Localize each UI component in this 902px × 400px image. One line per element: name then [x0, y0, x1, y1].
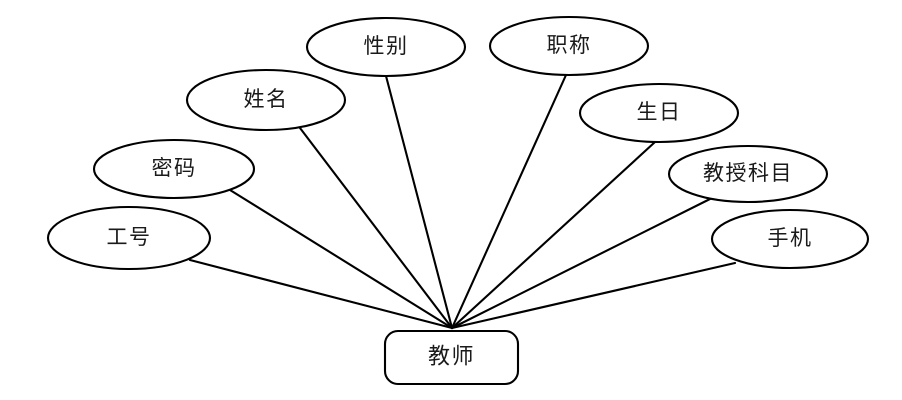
attribute-node-attr-0[interactable]: 工号 — [46, 205, 212, 271]
attribute-label-attr-3: 性别 — [364, 34, 409, 58]
connector-lines-group — [188, 73, 737, 330]
connector-line-attr-1 — [228, 188, 454, 330]
attribute-node-attr-5[interactable]: 生日 — [578, 82, 740, 144]
connector-line-attr-5 — [450, 140, 657, 330]
attribute-node-attr-7[interactable]: 手机 — [710, 208, 870, 270]
entity-node-teacher[interactable]: 教师 — [383, 329, 520, 386]
connector-line-attr-6 — [450, 197, 712, 330]
entity-label: 教师 — [428, 344, 475, 369]
connector-line-attr-4 — [450, 73, 568, 330]
attribute-label-attr-4: 职称 — [547, 33, 592, 57]
attribute-node-attr-1[interactable]: 密码 — [92, 138, 256, 200]
connector-line-attr-3 — [384, 74, 454, 330]
attribute-ellipse-attr-1 — [92, 138, 256, 200]
attribute-label-attr-0: 工号 — [107, 225, 152, 249]
attribute-ellipse-attr-3 — [305, 16, 467, 78]
entity-rect — [383, 329, 520, 386]
attribute-label-attr-6: 教授科目 — [703, 161, 793, 185]
attribute-node-attr-6[interactable]: 教授科目 — [667, 144, 829, 204]
attribute-node-attr-2[interactable]: 姓名 — [185, 68, 347, 132]
attribute-label-attr-2: 姓名 — [244, 87, 289, 111]
attribute-node-attr-4[interactable]: 职称 — [488, 15, 650, 77]
connector-line-attr-7 — [450, 261, 737, 330]
attribute-label-attr-5: 生日 — [637, 100, 682, 124]
attribute-node-attr-3[interactable]: 性别 — [305, 16, 467, 78]
attribute-ellipse-attr-7 — [710, 208, 870, 270]
entity-node-group: 教师 — [383, 329, 520, 386]
attribute-ellipse-attr-2 — [185, 68, 347, 132]
attribute-ellipse-attr-0 — [46, 205, 212, 271]
attribute-label-attr-1: 密码 — [152, 156, 197, 180]
attribute-label-attr-7: 手机 — [768, 226, 813, 250]
connector-line-attr-0 — [188, 258, 454, 330]
connector-line-attr-2 — [298, 126, 454, 330]
attribute-ellipse-attr-5 — [578, 82, 740, 144]
attribute-ellipse-attr-6 — [667, 144, 829, 204]
attribute-ellipse-attr-4 — [488, 15, 650, 77]
